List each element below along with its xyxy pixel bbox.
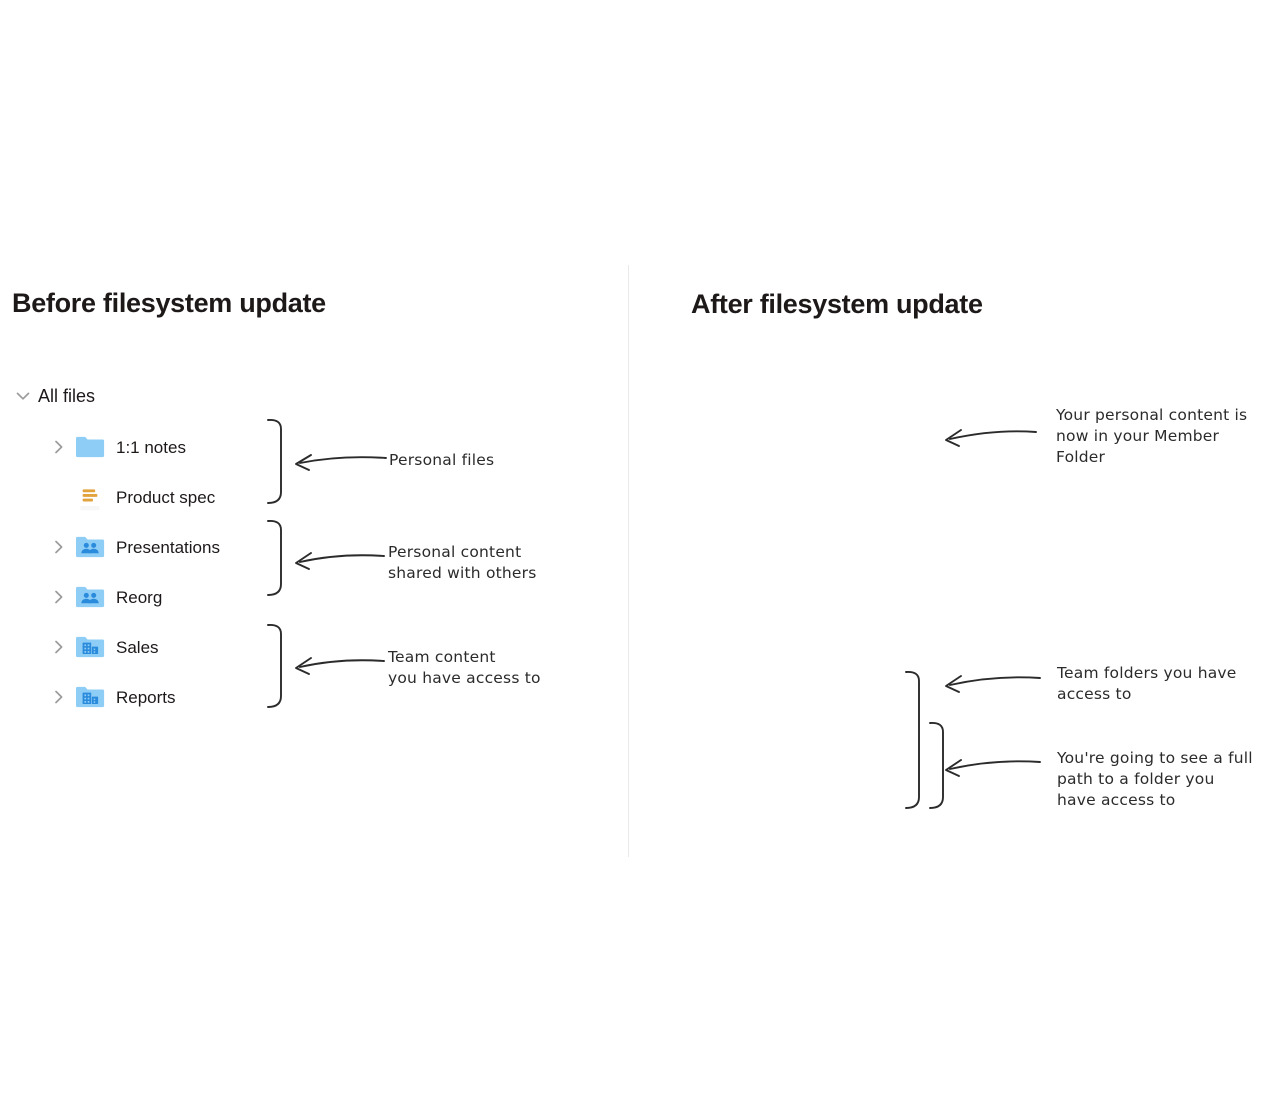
chevron-right-icon[interactable] [48,636,70,658]
panel-divider [628,265,629,857]
chevron-down-icon[interactable] [12,385,34,407]
document-icon [74,481,106,513]
folder-shared-icon [74,531,106,563]
tree-row-1-1-notes[interactable]: 1:1 notes [0,422,220,472]
tree-row-label: Product spec [116,487,216,507]
chevron-right-icon[interactable] [48,536,70,558]
before-file-tree: All files 1:1 notes Product spec Present… [0,370,220,722]
after-panel-title: After filesystem update [691,289,983,319]
folder-plain-icon [74,431,106,463]
before-panel-title: Before filesystem update [12,288,326,318]
folder-shared-icon [74,581,106,613]
folder-team-icon [74,631,106,663]
tree-row-label: Presentations [116,537,220,557]
tree-row-label: Sales [116,637,159,657]
folder-team-icon [74,681,106,713]
before-panel: Before filesystem update All files 1:1 n… [0,0,628,1100]
chevron-right-icon[interactable] [48,686,70,708]
tree-row-label: Reorg [116,587,163,607]
tree-row-product-spec[interactable]: Product spec [0,472,220,522]
after-panel: After filesystem update All files Lauren… [629,0,1280,1100]
tree-row-reorg[interactable]: Reorg [0,572,220,622]
tree-row-label: 1:1 notes [116,437,186,457]
tree-row-reports[interactable]: Reports [0,672,220,722]
tree-row-presentations[interactable]: Presentations [0,522,220,572]
tree-row-all-files[interactable]: All files [0,370,220,422]
chevron-right-icon[interactable] [48,436,70,458]
tree-row-label: All files [38,386,96,406]
tree-row-label: Reports [116,687,176,707]
tree-row-sales[interactable]: Sales [0,622,220,672]
chevron-right-icon[interactable] [48,586,70,608]
